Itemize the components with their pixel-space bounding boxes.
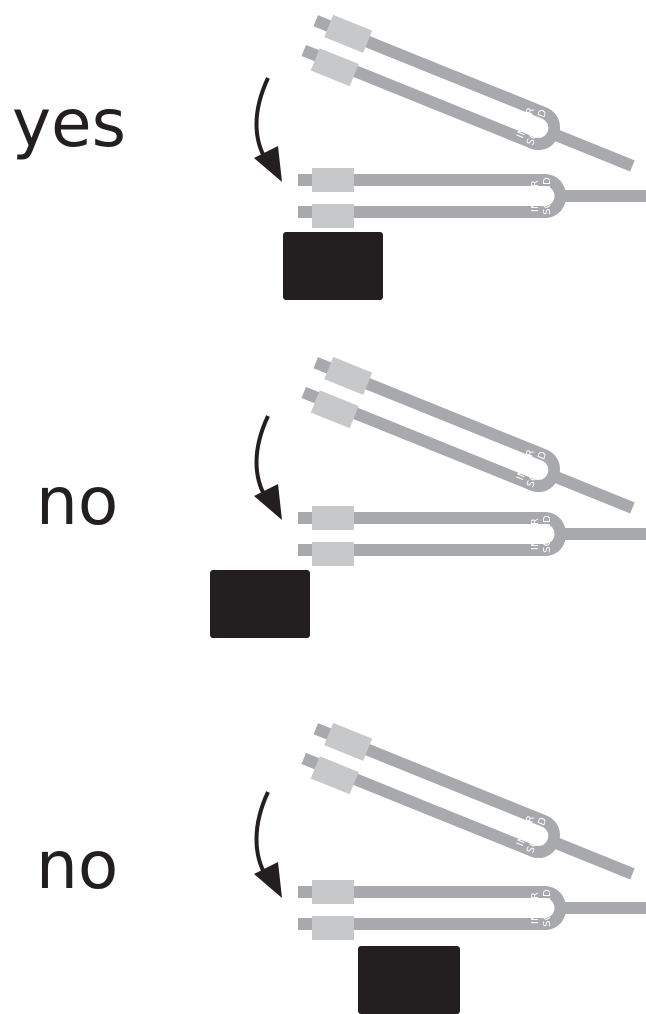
verdict-label: yes xyxy=(12,85,126,162)
tuning-fork-raised: INNER SOUND xyxy=(298,10,643,196)
fork-brand-line1: INNER xyxy=(530,892,541,924)
resonator-block xyxy=(210,570,310,638)
resonator-block xyxy=(283,232,383,300)
panel-no-right: no INNER SOUND INNER SOUND xyxy=(36,718,646,1014)
tuning-fork-lowered: INNER SOUND xyxy=(298,168,646,228)
fork-brand-line2: SOUND xyxy=(542,177,553,215)
curved-arrow-down-icon xyxy=(254,416,282,520)
fork-brand-line2: SOUND xyxy=(542,889,553,927)
tuning-fork-lowered: INNER SOUND xyxy=(298,506,646,566)
fork-brand-line1: INNER xyxy=(530,518,541,550)
tuning-fork-lowered: INNER SOUND xyxy=(298,880,646,940)
verdict-label: no xyxy=(36,827,118,904)
tuning-fork-raised: INNER SOUND xyxy=(298,718,643,904)
fork-brand-line1: INNER xyxy=(530,180,541,212)
curved-arrow-down-icon xyxy=(254,792,282,898)
curved-arrow-down-icon xyxy=(254,78,282,182)
panel-yes: yes INNER SOUND INNER SOUND xyxy=(12,10,646,300)
verdict-label: no xyxy=(36,463,118,540)
resonator-block xyxy=(358,946,460,1014)
fork-brand-line2: SOUND xyxy=(542,515,553,553)
panel-no-left: no INNER SOUND INNER SOUND xyxy=(36,352,646,638)
